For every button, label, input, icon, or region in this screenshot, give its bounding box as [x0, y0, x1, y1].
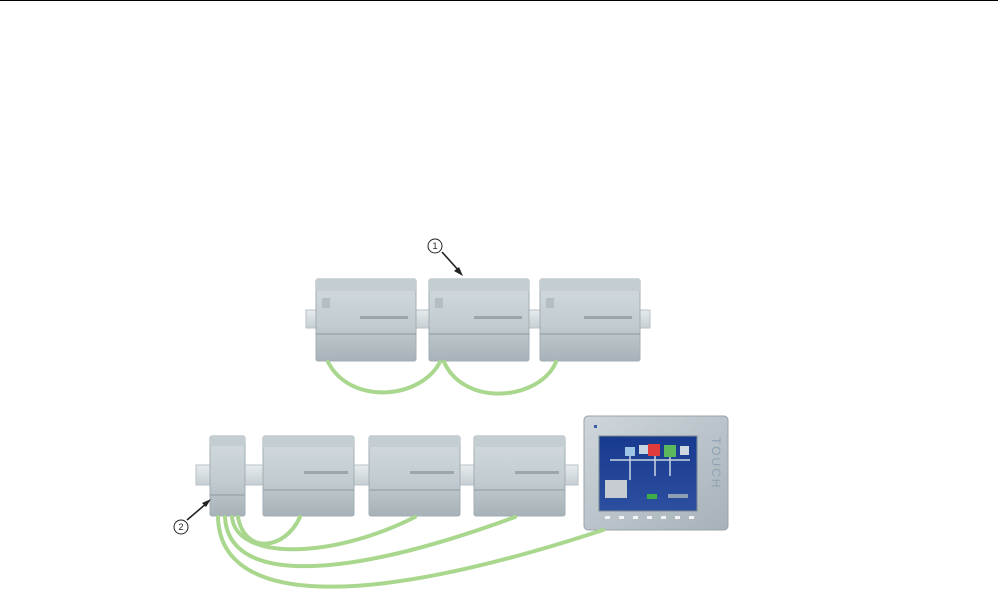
hmi-touch-panel: TOUCH — [584, 416, 728, 530]
ethernet-cables-bottom — [218, 517, 603, 587]
switch-module — [210, 436, 245, 516]
callout-2-label: 2 — [178, 522, 183, 532]
cpu-module-center — [429, 279, 529, 361]
callout-1-label: 1 — [432, 241, 437, 251]
cpu-module-bottom-2 — [369, 436, 460, 516]
ethernet-cables-top — [328, 362, 556, 394]
cpu-module-right — [540, 279, 640, 361]
cpu-module-bottom-1 — [263, 436, 354, 516]
cpu-module-bottom-3 — [474, 436, 565, 516]
cpu-module-left — [316, 279, 416, 361]
callout-1: 1 — [428, 239, 463, 276]
hmi-brand-label: TOUCH — [709, 437, 723, 489]
callout-2: 2 — [174, 499, 211, 534]
